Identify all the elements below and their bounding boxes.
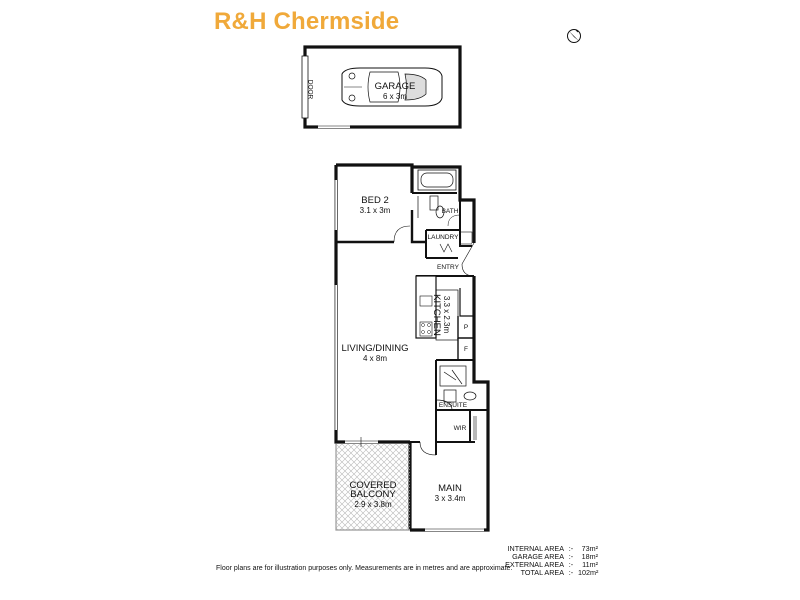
main-name: MAIN — [438, 483, 462, 494]
ensuite-fixtures — [435, 365, 477, 411]
kitchen — [415, 275, 474, 361]
living-dims: 4 x 8m — [362, 354, 387, 363]
fridge-label: F — [464, 346, 468, 353]
balcony-name-line2: BALCONY — [350, 489, 396, 500]
north-compass-icon — [567, 29, 581, 43]
bed2-walls — [336, 210, 426, 244]
living-window — [334, 180, 338, 430]
main-window — [425, 528, 484, 532]
bath-name: BATH — [441, 208, 459, 215]
entry-name: ENTRY — [437, 264, 459, 271]
main-door — [419, 441, 437, 456]
laundry-room — [425, 230, 474, 259]
garage-dims: 6 x 3m — [382, 92, 407, 101]
kitchen-dims: 3.3 x 2.3m — [442, 295, 452, 334]
bed2-name: BED 2 — [361, 195, 389, 206]
garage — [301, 45, 462, 129]
area-row-garage: GARAGE AREA:-18m² — [512, 552, 598, 561]
area-row-external: EXTERNAL AREA:-11m² — [505, 560, 598, 569]
car-icon — [341, 67, 443, 107]
laundry-name: LAUNDRY — [427, 234, 459, 241]
brand-title: R&H Chermside — [214, 8, 400, 35]
garage-name: GARAGE — [374, 81, 416, 92]
covered-balcony — [335, 437, 410, 531]
garage-door-label: DOOR — [306, 79, 314, 100]
wir-name: WIR — [453, 425, 467, 432]
bed2-dims: 3.1 x 3m — [359, 206, 391, 215]
pantry-label: P — [463, 324, 469, 331]
area-summary: INTERNAL AREA:-73m² GARAGE AREA:-18m² EX… — [494, 545, 598, 577]
bath-room — [412, 169, 461, 231]
living-name: LIVING/DINING — [341, 343, 409, 354]
disclaimer: Floor plans are for illustration purpose… — [216, 565, 513, 572]
wir-fixtures — [473, 416, 477, 440]
ensuite-wir-walls — [410, 359, 488, 455]
area-row-internal: INTERNAL AREA:-73m² — [507, 544, 598, 553]
ensuite-name: ENSUITE — [438, 402, 468, 409]
area-row-total: TOTAL AREA:-102m² — [520, 568, 599, 577]
balcony-dims: 2.9 x 3.8m — [354, 500, 392, 509]
balcony-name-line1: COVERED — [349, 480, 397, 491]
main-dims: 3 x 3.4m — [434, 494, 466, 503]
